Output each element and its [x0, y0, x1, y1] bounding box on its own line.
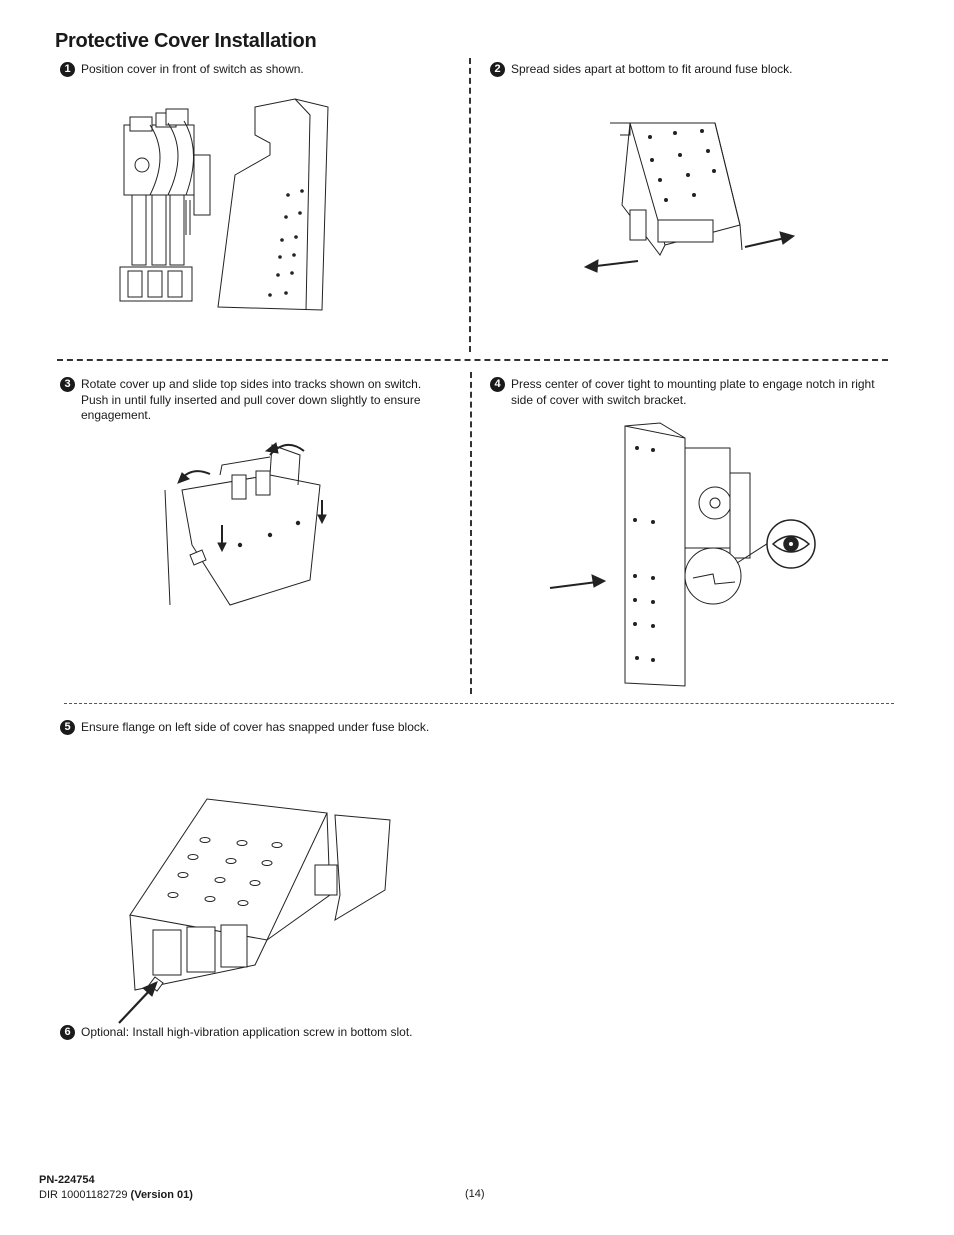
step-text: Position cover in front of switch as sho… [81, 62, 304, 76]
step-number: 5 [60, 720, 75, 735]
step-text: Ensure flange on left side of cover has … [81, 720, 430, 734]
footer-document-info: PN-224754 DIR 10001182729 (Version 01) [39, 1173, 193, 1203]
flange-screw-illustration [115, 795, 395, 1027]
version-label: (Version 01) [130, 1189, 193, 1201]
step-2: 2 Spread sides apart at bottom to fit ar… [490, 62, 890, 78]
step-number: 4 [490, 377, 505, 392]
step-3: 3 Rotate cover up and slide top sides in… [60, 377, 445, 424]
divider-horizontal-1 [57, 359, 888, 361]
step-4: 4 Press center of cover tight to mountin… [490, 377, 890, 408]
cover-rotate-illustration [160, 435, 340, 610]
step-number: 2 [490, 62, 505, 77]
step-text: Optional: Install high-vibration applica… [81, 1025, 413, 1039]
cover-spread-illustration [580, 115, 800, 275]
dir-number: DIR 10001182729 [39, 1189, 128, 1201]
step-text: Rotate cover up and slide top sides into… [81, 377, 422, 422]
step-6: 6 Optional: Install high-vibration appli… [60, 1025, 480, 1041]
page-title: Protective Cover Installation [55, 30, 317, 52]
divider-horizontal-2 [64, 703, 894, 704]
eye-icon [765, 518, 817, 570]
step-text: Spread sides apart at bottom to fit arou… [511, 62, 793, 76]
page-number: (14) [465, 1188, 485, 1200]
step-number: 6 [60, 1025, 75, 1040]
part-number: PN-224754 [39, 1174, 95, 1186]
divider-vertical-top [469, 58, 471, 352]
divider-vertical-middle [470, 372, 472, 694]
step-5: 5 Ensure flange on left side of cover ha… [60, 720, 480, 736]
cover-press-illustration [545, 418, 825, 690]
step-text: Press center of cover tight to mounting … [511, 377, 875, 407]
step-1: 1 Position cover in front of switch as s… [60, 62, 440, 78]
step-number: 1 [60, 62, 75, 77]
step-number: 3 [60, 377, 75, 392]
cover-and-switch-illustration [110, 95, 340, 315]
